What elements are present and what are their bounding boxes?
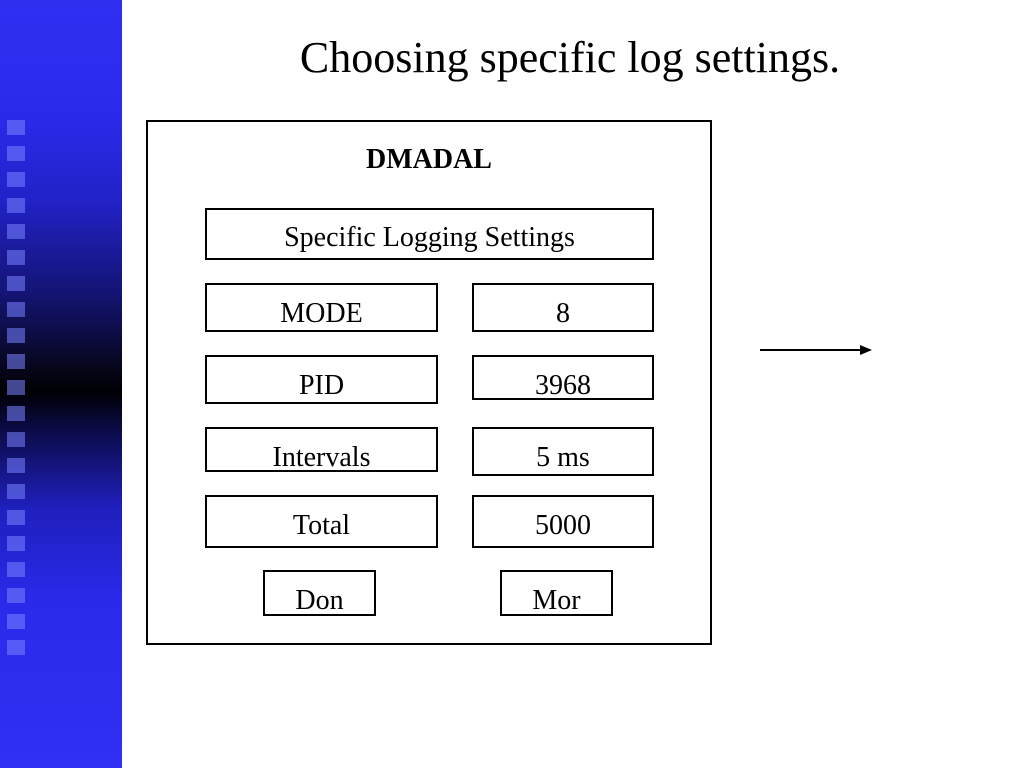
intervals-value-field[interactable]: 5 ms [472, 427, 654, 476]
pid-value-field[interactable]: 3968 [472, 355, 654, 400]
pid-label: PID [205, 355, 438, 404]
mode-value-field[interactable]: 8 [472, 283, 654, 332]
intervals-label: Intervals [205, 427, 438, 472]
total-value-field[interactable]: 5000 [472, 495, 654, 548]
total-label: Total [205, 495, 438, 548]
done-button[interactable]: Don [263, 570, 376, 616]
more-button[interactable]: Mor [500, 570, 613, 616]
right-arrow-icon [760, 345, 872, 355]
decorative-square-pattern [7, 120, 25, 660]
dialog-title: DMADAL [366, 144, 492, 175]
specific-logging-settings-header: Specific Logging Settings [205, 208, 654, 260]
slide-title: Choosing specific log settings. [299, 33, 841, 82]
mode-label: MODE [205, 283, 438, 332]
